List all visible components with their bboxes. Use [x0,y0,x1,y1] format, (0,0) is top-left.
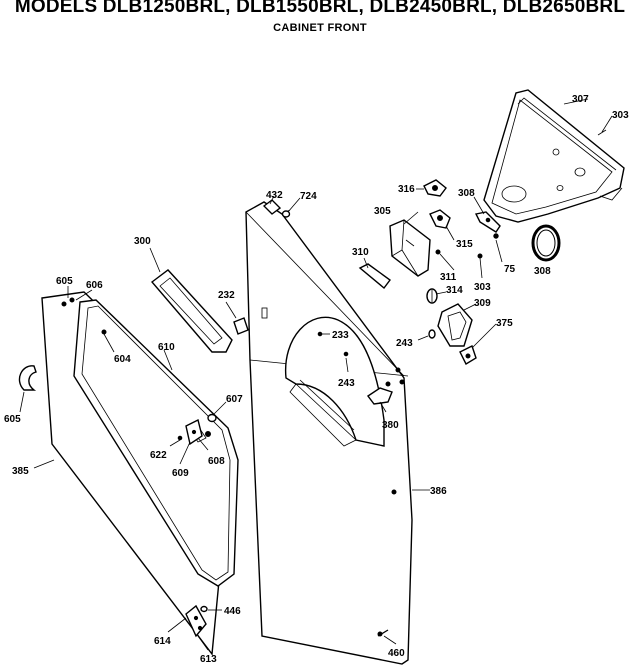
label-432: 432 [266,190,283,201]
label-386: 386 [430,486,447,497]
screw-303b-part [477,253,483,259]
label-609: 609 [172,468,189,479]
diagram-subtitle: CABINET FRONT [273,22,367,34]
label-607: 607 [226,394,243,405]
latch-309-part [437,303,473,347]
nut-232-part [233,317,249,335]
label-314: 314 [446,285,463,296]
label-605b: 605 [4,414,21,425]
label-605a: 605 [56,276,73,287]
clip-606-part [61,297,75,307]
bracket-308-part [474,211,501,233]
door-switch-380-part [366,387,393,405]
screw-75-part [493,233,499,239]
label-75: 75 [504,264,516,275]
label-308b: 308 [534,266,551,277]
label-303a: 303 [612,110,629,121]
label-243b: 243 [338,378,355,389]
screw-243b-part [343,351,349,357]
label-604: 604 [114,354,131,365]
label-380: 380 [382,420,399,431]
label-232: 232 [218,290,235,301]
switch-375-part [459,345,477,365]
door-seal-300-part [150,269,233,353]
box-305-part [389,219,431,277]
label-385: 385 [12,466,29,477]
label-610: 610 [158,342,175,353]
screw-432-part [262,199,282,215]
label-309: 309 [474,298,491,309]
label-310: 310 [352,247,369,258]
label-316: 316 [398,184,415,195]
hinge-613-part [185,604,207,638]
label-606: 606 [86,280,103,291]
label-608: 608 [208,456,225,467]
label-233: 233 [332,330,349,341]
label-305: 305 [374,206,391,217]
label-303b: 303 [474,282,491,293]
label-308a: 308 [458,188,475,199]
label-243a: 243 [396,338,413,349]
screw-233-part [317,331,323,337]
clip-315-part [429,209,451,229]
cabinet-front-panel-part [245,201,413,665]
label-622: 622 [150,450,167,461]
clip-316-part [423,179,447,197]
ring-308-part [531,224,561,262]
bracket-310-part [358,263,391,290]
screw-622-part [177,435,183,441]
label-446: 446 [224,606,241,617]
label-375: 375 [496,318,513,329]
label-460: 460 [388,648,405,659]
clip-311-part [435,249,441,255]
knob-314-part [426,288,438,304]
label-311: 311 [440,272,457,283]
label-614: 614 [154,636,171,647]
label-307: 307 [572,94,589,105]
leader-lines [19,98,613,651]
label-613: 613 [200,654,217,665]
screw-607-part [207,413,217,423]
label-724: 724 [300,191,317,202]
screw-460-part [377,629,389,637]
handle-605-part [18,365,37,391]
label-300: 300 [134,236,151,247]
pin-243a-part [428,329,436,339]
screw-724-part [281,210,291,218]
screw-303-part [597,129,607,136]
control-panel-part [483,89,625,223]
diagram-title: MODELS DLB1250BRL, DLB1550BRL, DLB2450BR… [14,0,626,17]
screw-446-part [200,605,208,613]
label-315: 315 [456,239,473,250]
